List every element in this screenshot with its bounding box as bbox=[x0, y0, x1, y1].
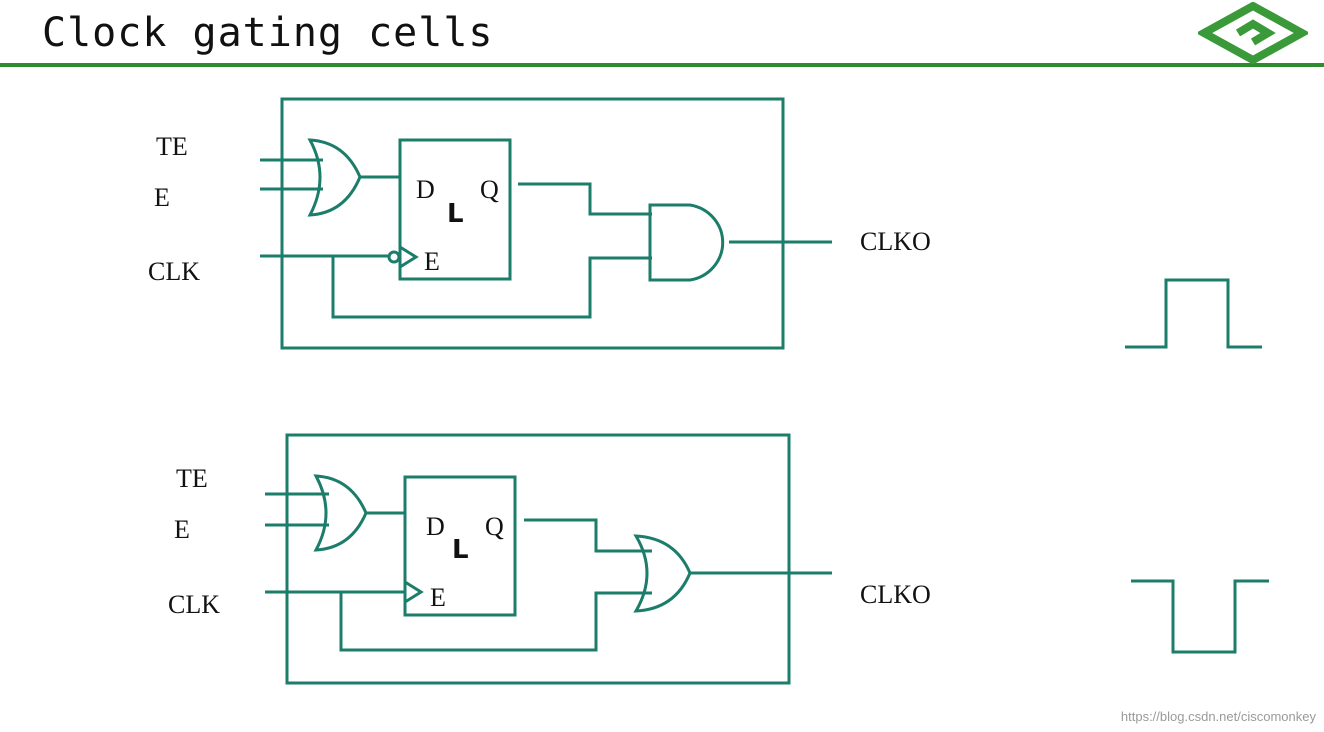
e-label: E bbox=[174, 515, 190, 544]
latch-clock-bubble bbox=[387, 250, 401, 264]
clk-label: CLK bbox=[148, 257, 200, 286]
cell-boundary bbox=[285, 433, 791, 685]
circuit-or-gate bbox=[265, 433, 1269, 685]
latch-box bbox=[403, 475, 517, 617]
latch-name-label: L bbox=[452, 535, 469, 565]
cell-boundary bbox=[280, 97, 785, 350]
clk-branch-wire bbox=[339, 591, 652, 652]
or-gate bbox=[307, 138, 362, 217]
te-label: TE bbox=[156, 132, 188, 161]
clko-label: CLKO bbox=[860, 227, 931, 256]
output-or-gate bbox=[633, 534, 692, 613]
clk-label: CLK bbox=[168, 590, 220, 619]
circuit-and-gate bbox=[260, 97, 1262, 350]
latch-en-label: E bbox=[424, 247, 440, 276]
and-gate bbox=[648, 203, 725, 282]
page-title: Clock gating cells bbox=[42, 10, 494, 56]
q-to-gate-wire bbox=[524, 518, 652, 553]
latch-clock-triangle bbox=[399, 245, 419, 269]
waveform-low-pulse bbox=[1131, 579, 1269, 654]
or-gate bbox=[313, 474, 368, 552]
latch-en-label: E bbox=[430, 583, 446, 612]
latch-box bbox=[398, 138, 512, 281]
latch-q-label: Q bbox=[485, 512, 504, 541]
waveform-high-pulse bbox=[1125, 278, 1262, 349]
clk-branch-wire bbox=[331, 256, 652, 319]
clko-label: CLKO bbox=[860, 580, 931, 609]
logo-icon bbox=[1198, 2, 1308, 64]
q-to-gate-wire bbox=[518, 182, 652, 216]
latch-d-label: D bbox=[416, 175, 435, 204]
latch-name-label: L bbox=[447, 199, 464, 229]
source-watermark: https://blog.csdn.net/ciscomonkey bbox=[1120, 709, 1316, 724]
latch-d-label: D bbox=[426, 512, 445, 541]
e-label: E bbox=[154, 183, 170, 212]
title-divider bbox=[0, 63, 1324, 67]
latch-q-label: Q bbox=[480, 175, 499, 204]
te-label: TE bbox=[176, 464, 208, 493]
latch-clock-triangle bbox=[404, 580, 424, 604]
